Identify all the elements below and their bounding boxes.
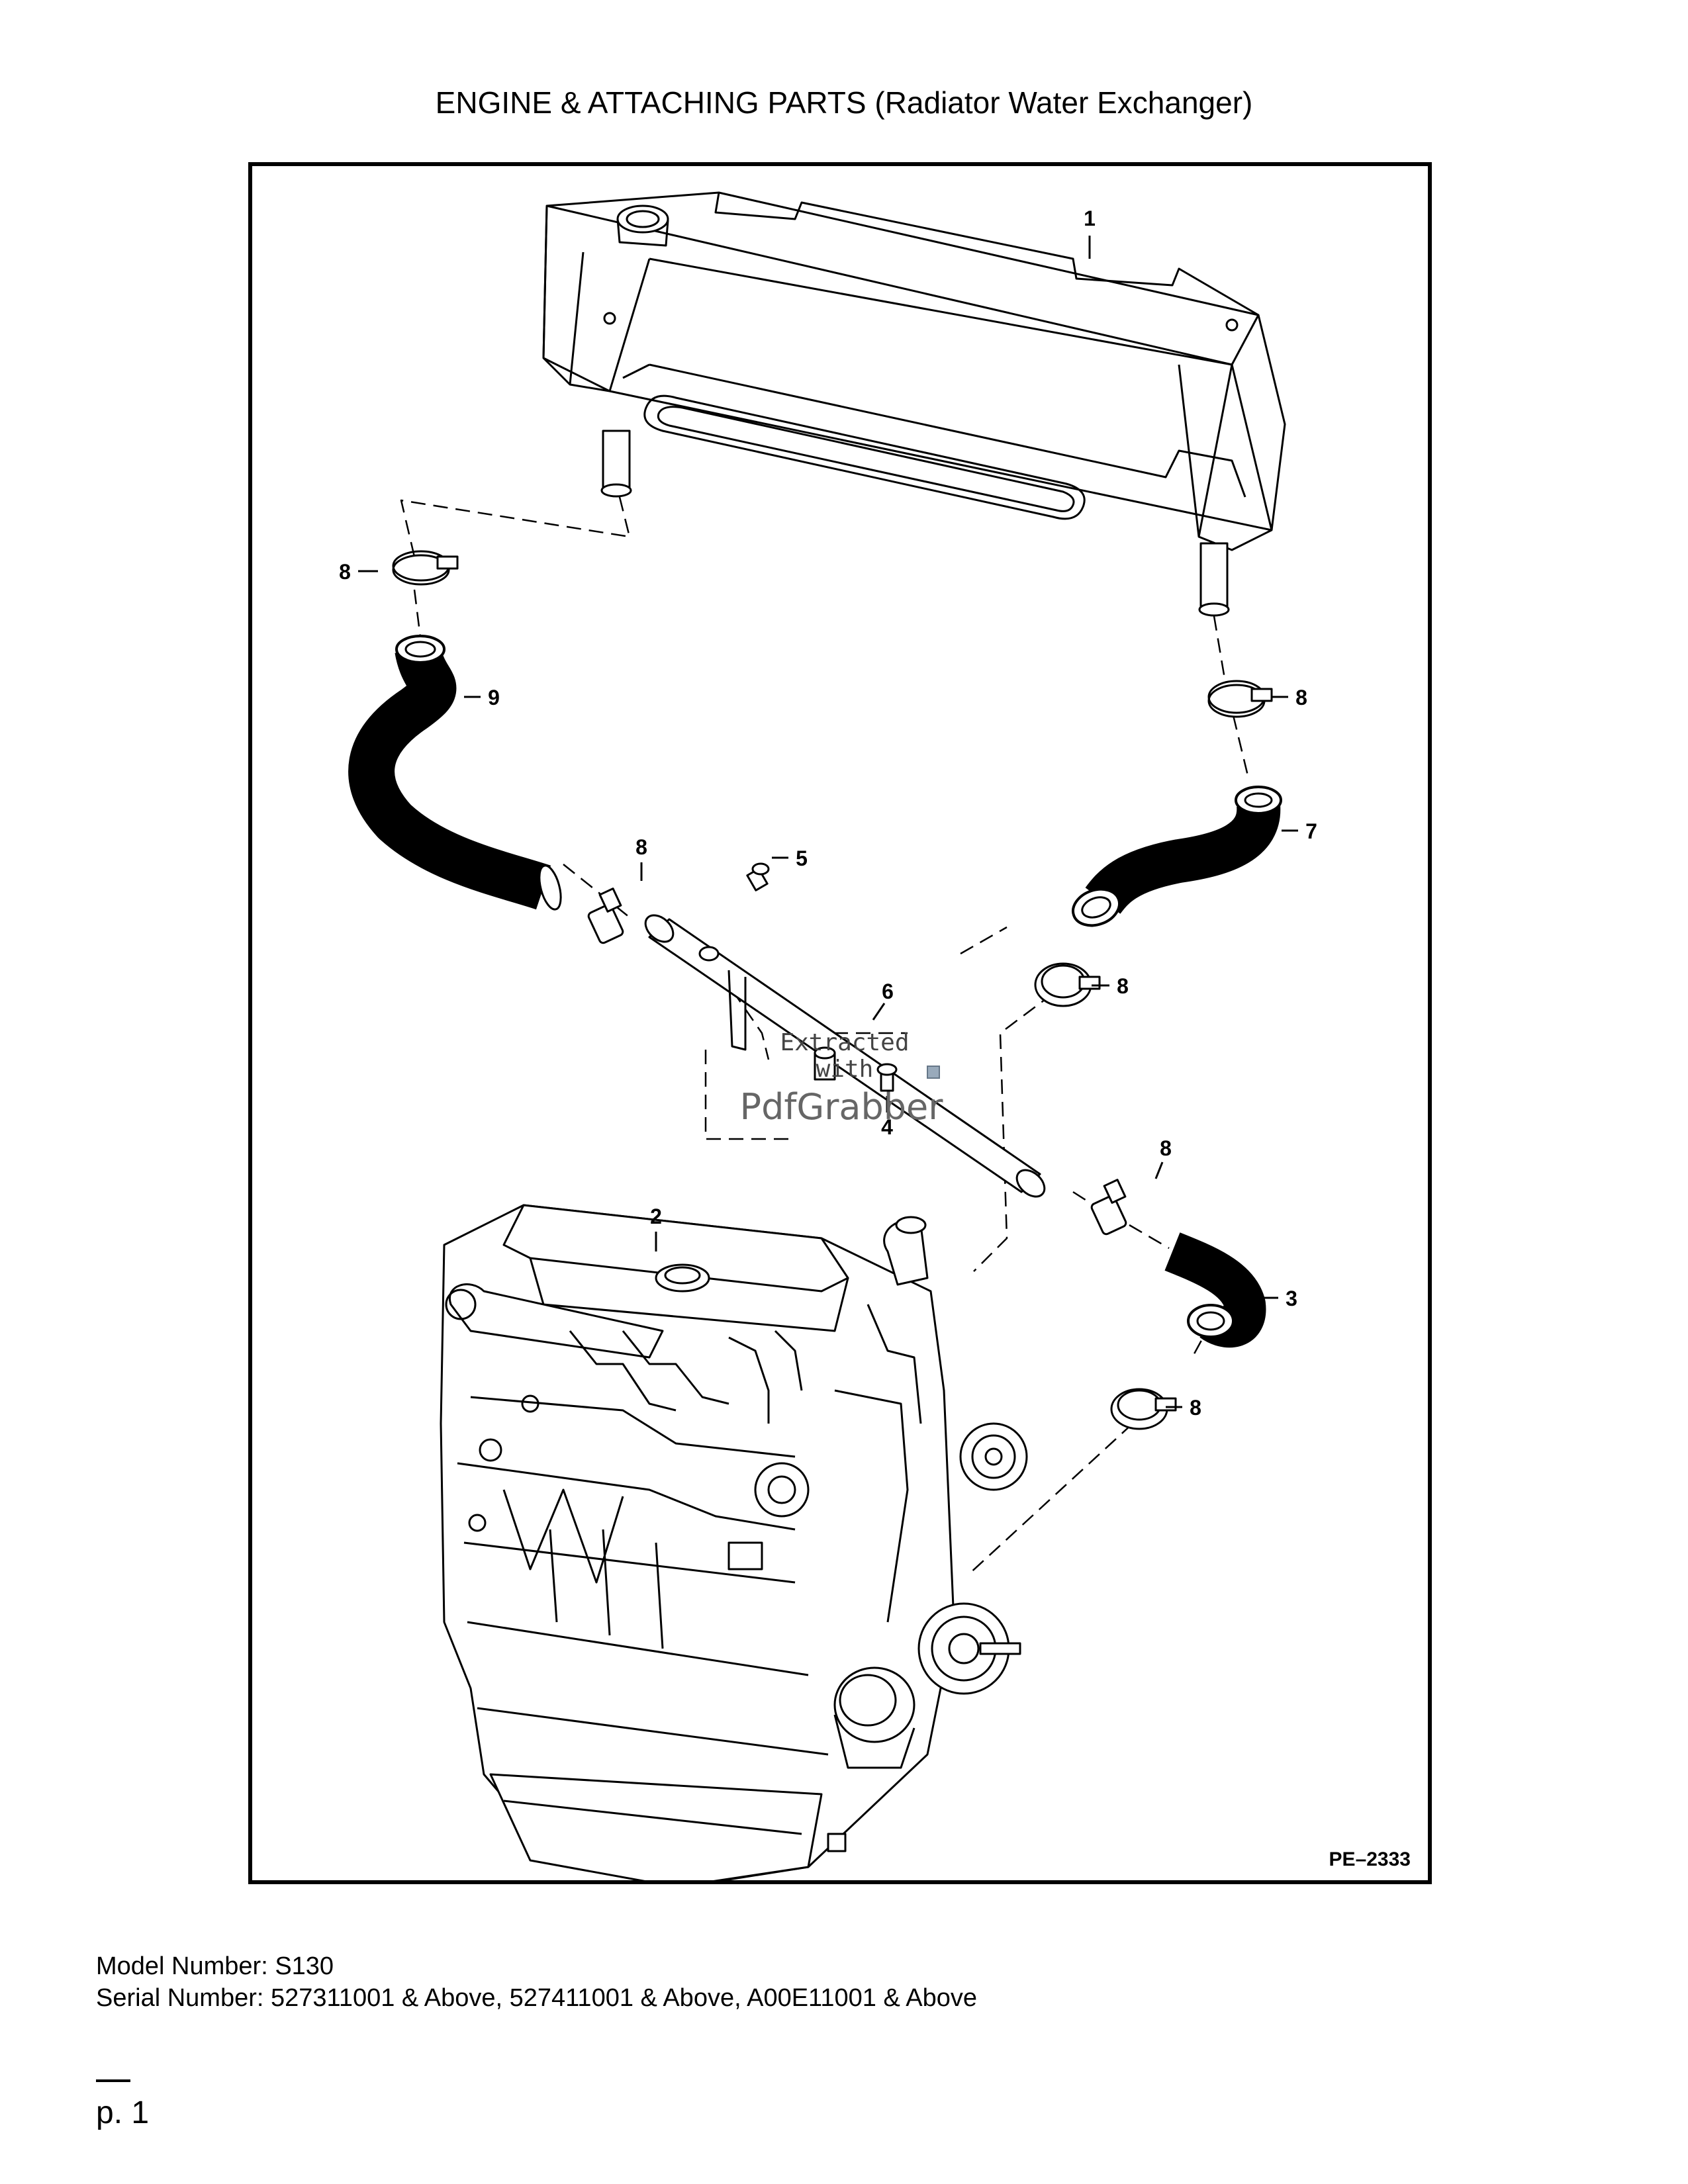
model-number: Model Number: S130 bbox=[96, 1952, 334, 1980]
callout-3: 3 bbox=[1286, 1287, 1297, 1310]
hose-clamp-top-right bbox=[1207, 680, 1273, 718]
leader-lines bbox=[358, 236, 1298, 1408]
page-number: p. 1 bbox=[96, 2095, 150, 2130]
callout-9: 9 bbox=[488, 686, 500, 709]
hose-clamp-lower-right bbox=[1090, 1179, 1127, 1236]
serial-number: Serial Number: 527311001 & Above, 527411… bbox=[96, 1984, 978, 2012]
watermark-line1: Extracted bbox=[780, 1029, 909, 1056]
exploded-view-drawing: 1 8 9 8 7 8 5 6 8 8 4 2 3 8 Extracted wi… bbox=[339, 191, 1411, 1880]
engine bbox=[440, 1204, 1028, 1880]
watermark-brand: PdfGrabber bbox=[740, 1086, 944, 1128]
callout-8-top-right: 8 bbox=[1295, 686, 1307, 709]
callout-8-top-left: 8 bbox=[339, 560, 351, 584]
lower-hose bbox=[1164, 1232, 1266, 1348]
bolt-lower bbox=[814, 1046, 898, 1092]
callout-8-bottom-right: 8 bbox=[1190, 1396, 1201, 1420]
hose-clamp-bottom-right bbox=[1110, 1388, 1177, 1430]
callout-8-lower-right: 8 bbox=[1160, 1136, 1172, 1160]
callout-7: 7 bbox=[1305, 819, 1317, 843]
watermark-line2: with bbox=[816, 1056, 874, 1083]
hose-clamp-mid-left bbox=[587, 887, 624, 944]
callout-5: 5 bbox=[796, 846, 808, 870]
bolt-upper bbox=[746, 862, 770, 891]
callout-8-mid-right: 8 bbox=[1117, 974, 1129, 998]
callout-1: 1 bbox=[1084, 206, 1096, 230]
callout-4: 4 bbox=[881, 1115, 893, 1139]
watermark-logo-icon bbox=[927, 1066, 940, 1079]
callout-8-mid-left: 8 bbox=[635, 835, 647, 859]
water-tube bbox=[644, 914, 1046, 1198]
left-hose bbox=[348, 635, 562, 911]
hose-clamp-mid-right bbox=[1034, 962, 1101, 1007]
page-divider bbox=[96, 2079, 130, 2082]
hose-clamp-top-left bbox=[392, 550, 459, 586]
right-hose bbox=[1072, 786, 1282, 927]
page-title: ENGINE & ATTACHING PARTS (Radiator Water… bbox=[435, 85, 1253, 120]
callout-2: 2 bbox=[650, 1205, 662, 1228]
radiator-exchanger bbox=[542, 191, 1286, 617]
parts-diagram: 1 8 9 8 7 8 5 6 8 8 4 2 3 8 Extracted wi… bbox=[248, 162, 1432, 1884]
callout-6: 6 bbox=[882, 979, 894, 1003]
drawing-code: PE–2333 bbox=[1329, 1848, 1411, 1870]
pdfgrabber-watermark: Extracted with PdfGrabber bbox=[740, 1029, 944, 1128]
